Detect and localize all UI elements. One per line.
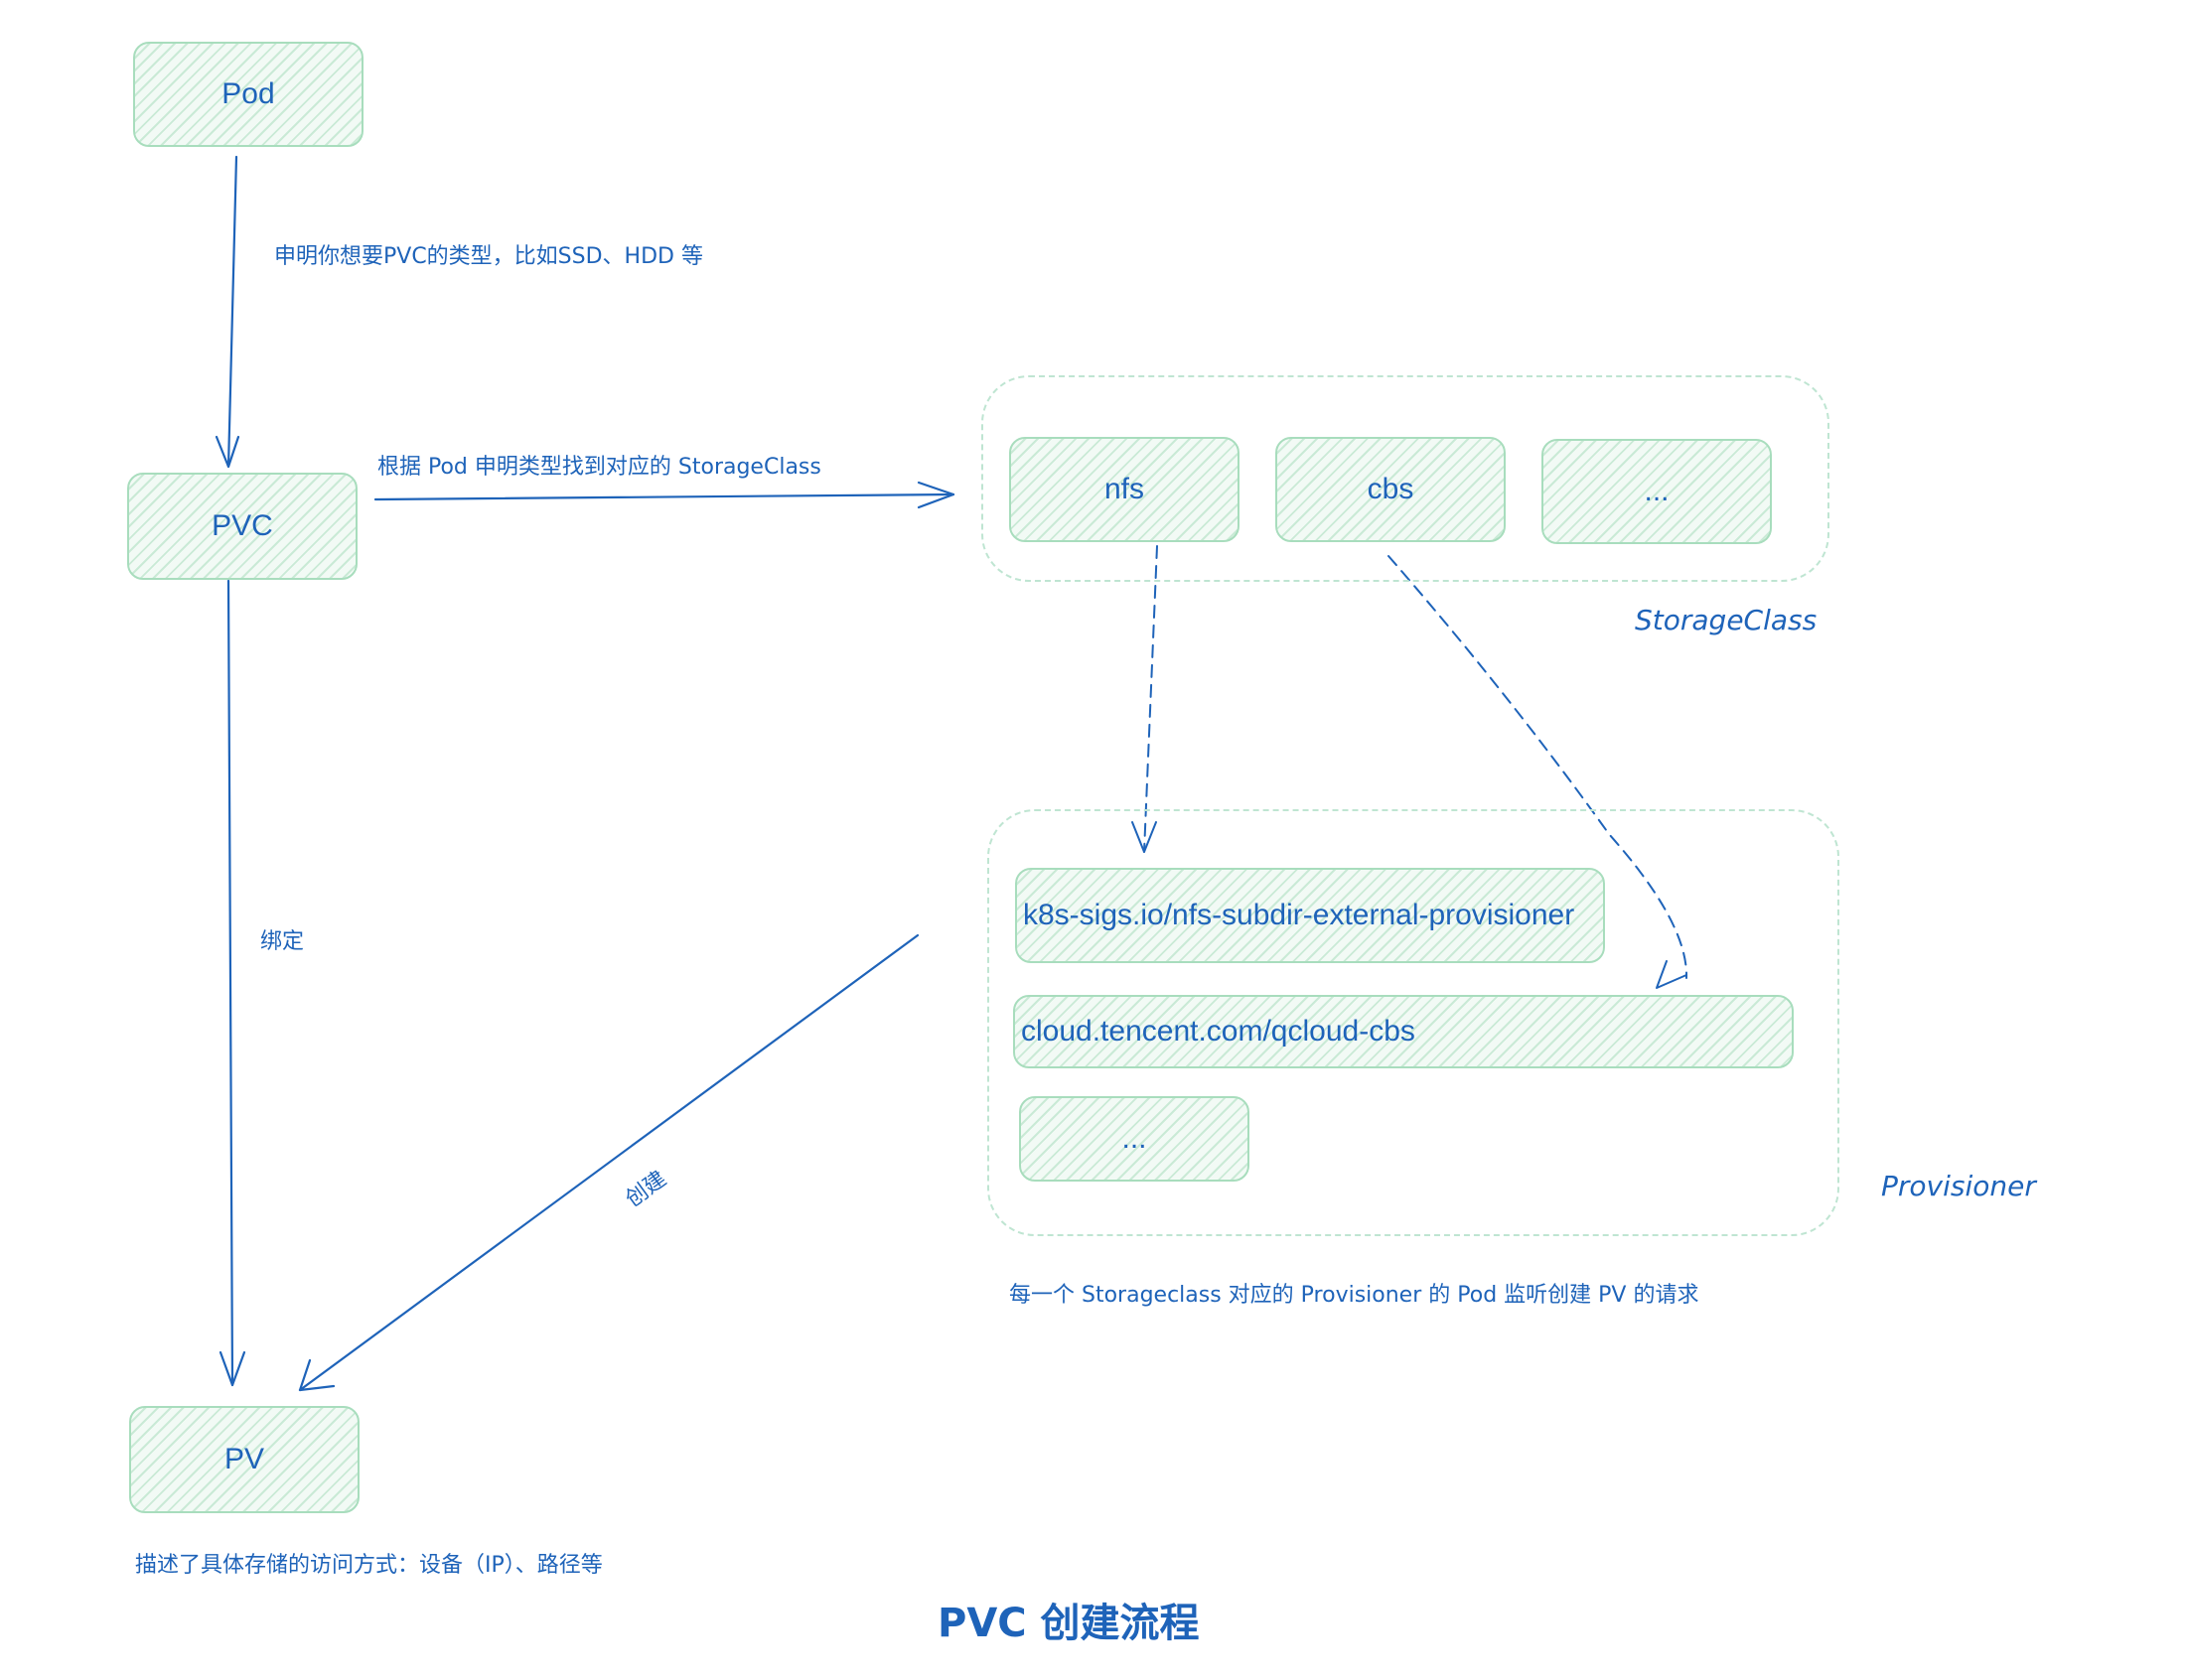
provisioner-nfs-node[interactable]: k8s-sigs.io/nfs-subdir-external-provisio… bbox=[1015, 868, 1605, 963]
storageclass-group-label: StorageClass bbox=[1635, 604, 1818, 636]
provisioner-group-label: Provisioner bbox=[1881, 1170, 2036, 1202]
edge-label-pvc-to-pv: 绑定 bbox=[260, 929, 305, 954]
pvc-node[interactable]: PVC bbox=[127, 473, 358, 580]
pv-node[interactable]: PV bbox=[129, 1406, 360, 1513]
pv-node-label: PV bbox=[223, 1443, 265, 1475]
storageclass-cbs-label: cbs bbox=[1367, 473, 1414, 505]
pvc-node-label: PVC bbox=[212, 509, 273, 542]
edge-provisioner-to-pv bbox=[298, 933, 920, 1392]
edge-cbs-to-provisioner bbox=[1387, 555, 1688, 979]
edge-pod-to-pvc bbox=[226, 155, 238, 469]
provisioner-group bbox=[987, 809, 1839, 1236]
provisioner-cbs-label: cloud.tencent.com/qcloud-cbs bbox=[1021, 1015, 1415, 1048]
edge-pvc-to-storageclass-arrowhead bbox=[917, 481, 955, 509]
edge-label-pod-to-pvc: 申明你想要PVC的类型，比如SSD、HDD 等 bbox=[274, 244, 703, 269]
provisioner-nfs-label: k8s-sigs.io/nfs-subdir-external-provisio… bbox=[1023, 899, 1575, 931]
storageclass-nfs-label: nfs bbox=[1103, 473, 1145, 505]
edge-nfs-to-provisioner bbox=[1143, 545, 1158, 853]
edge-pod-to-pvc-arrowhead bbox=[215, 435, 240, 469]
diagram-title: PVC 创建流程 bbox=[938, 1601, 1200, 1646]
pv-note: 描述了具体存储的访问方式：设备（IP）、路径等 bbox=[135, 1553, 603, 1578]
storageclass-cbs-node[interactable]: cbs bbox=[1275, 437, 1506, 542]
edge-pvc-to-pv bbox=[226, 579, 234, 1387]
provisioner-cbs-node[interactable]: cloud.tencent.com/qcloud-cbs bbox=[1013, 995, 1794, 1068]
provisioner-note: 每一个 Storageclass 对应的 Provisioner 的 Pod 监… bbox=[1009, 1283, 1699, 1308]
storageclass-nfs-node[interactable]: nfs bbox=[1009, 437, 1239, 542]
edge-nfs-to-provisioner-arrowhead bbox=[1131, 821, 1157, 853]
edge-pvc-to-storageclass bbox=[373, 492, 955, 501]
storageclass-group bbox=[981, 375, 1829, 582]
edge-cbs-to-provisioner-arrowhead bbox=[1656, 960, 1687, 989]
storageclass-more-label: ... bbox=[1644, 475, 1670, 507]
edge-label-pvc-to-storageclass: 根据 Pod 申明类型找到对应的 StorageClass bbox=[377, 455, 821, 480]
provisioner-more-node[interactable]: ... bbox=[1019, 1096, 1249, 1182]
pod-node-label: Pod bbox=[221, 77, 275, 110]
provisioner-more-label: ... bbox=[1121, 1122, 1147, 1155]
storageclass-more-node[interactable]: ... bbox=[1541, 439, 1772, 544]
edge-provisioner-to-pv-arrowhead bbox=[298, 1358, 336, 1392]
edge-pvc-to-pv-arrowhead bbox=[219, 1350, 246, 1387]
pod-node[interactable]: Pod bbox=[133, 42, 364, 147]
